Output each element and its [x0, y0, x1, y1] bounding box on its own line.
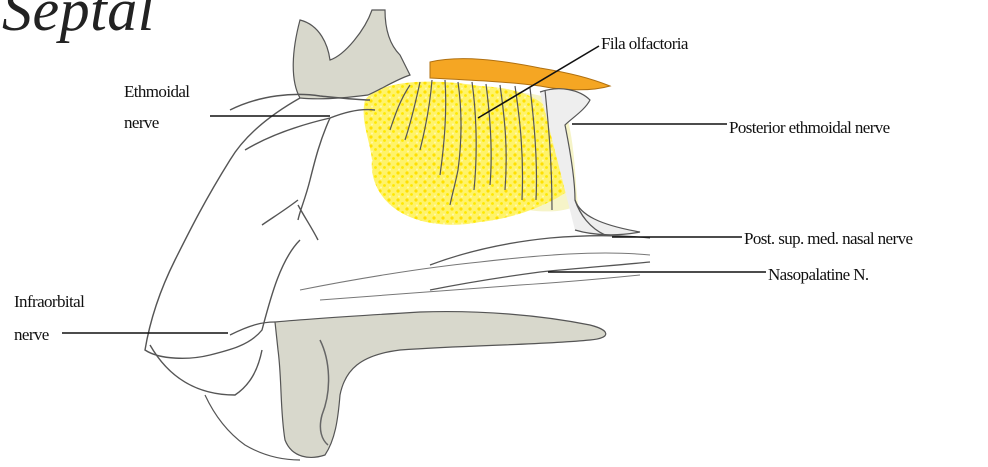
label-ethmoidal-line1: Ethmoidal [124, 83, 189, 100]
face-profile [145, 98, 300, 358]
label-post-sup-med-nasal-nerve: Post. sup. med. nasal nerve [744, 230, 912, 247]
label-ethmoidal-line2: nerve [124, 114, 159, 131]
label-nasopalatine-nerve: Nasopalatine N. [768, 266, 869, 283]
label-posterior-ethmoidal-nerve: Posterior ethmoidal nerve [729, 119, 890, 136]
septal-contour-2 [320, 275, 640, 300]
nostril-outline [150, 345, 262, 395]
ethmoidal-nerve-branches [245, 109, 375, 240]
label-infraorbital-line1: Infraorbital [14, 293, 84, 310]
label-infraorbital-line2: nerve [14, 326, 49, 343]
label-fila-olfactoria: Fila olfactoria [601, 35, 688, 52]
figure-title: Septal [2, 0, 155, 40]
hard-palate [275, 312, 606, 458]
